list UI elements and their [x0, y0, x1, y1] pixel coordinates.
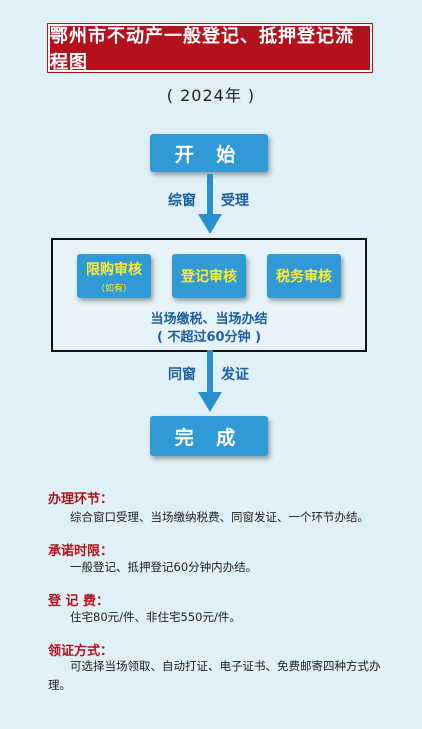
- section-heading-fee: 登 记 费：: [48, 594, 110, 609]
- page-title-text: 鄂州市不动产一般登记、抵押登记流程图: [50, 26, 354, 73]
- panel-line-1: 当场缴税、当场办结: [150, 312, 268, 327]
- review-label: 税务审核: [276, 269, 332, 285]
- arrow-2-head: [198, 392, 222, 412]
- section-body-fee: 住宅80元/件、非住宅550元/件。: [70, 610, 241, 624]
- section-body-time-limit: 一般登记、抵押登记60分钟内办结。: [70, 560, 258, 574]
- section-heading-collection: 领证方式：: [48, 644, 114, 659]
- review-label: 登记审核: [181, 269, 237, 285]
- section-heading-time-limit: 承诺时限：: [48, 544, 114, 559]
- panel-line-2: ( 不超过60分钟 ): [156, 330, 262, 345]
- review-panel: 限购审核 (如有) 登记审核 税务审核 当场缴税、当场办结 ( 不超过60分钟 …: [51, 238, 367, 352]
- step1-right-label: 受理: [221, 193, 249, 209]
- step2-right-label: 发证: [221, 367, 249, 383]
- review-tax: 税务审核: [267, 254, 341, 298]
- review-purchase-limit: 限购审核 (如有): [77, 254, 151, 298]
- step1-left-label: 综窗: [168, 193, 196, 209]
- year-label: ( 2024年 ): [166, 86, 256, 105]
- review-registration: 登记审核: [172, 254, 246, 298]
- step2-left-label: 同窗: [168, 367, 196, 383]
- page-title: 鄂州市不动产一般登记、抵押登记流程图: [48, 24, 372, 73]
- end-node: 完 成: [150, 416, 268, 456]
- arrow-1-shaft: [207, 174, 213, 216]
- section-body-steps: 综合窗口受理、当场缴纳税费、同窗发证、一个环节办结。: [70, 510, 369, 524]
- review-note: (如有): [101, 283, 127, 294]
- start-node: 开 始: [150, 134, 268, 172]
- arrow-1-head: [198, 214, 222, 234]
- section-body-collection: 可选择当场领取、自动打证、电子证书、免费邮寄四种方式办理。: [48, 659, 381, 692]
- review-label: 限购审核: [86, 261, 142, 278]
- section-heading-steps: 办理环节：: [48, 492, 114, 507]
- arrow-2-shaft: [207, 350, 213, 394]
